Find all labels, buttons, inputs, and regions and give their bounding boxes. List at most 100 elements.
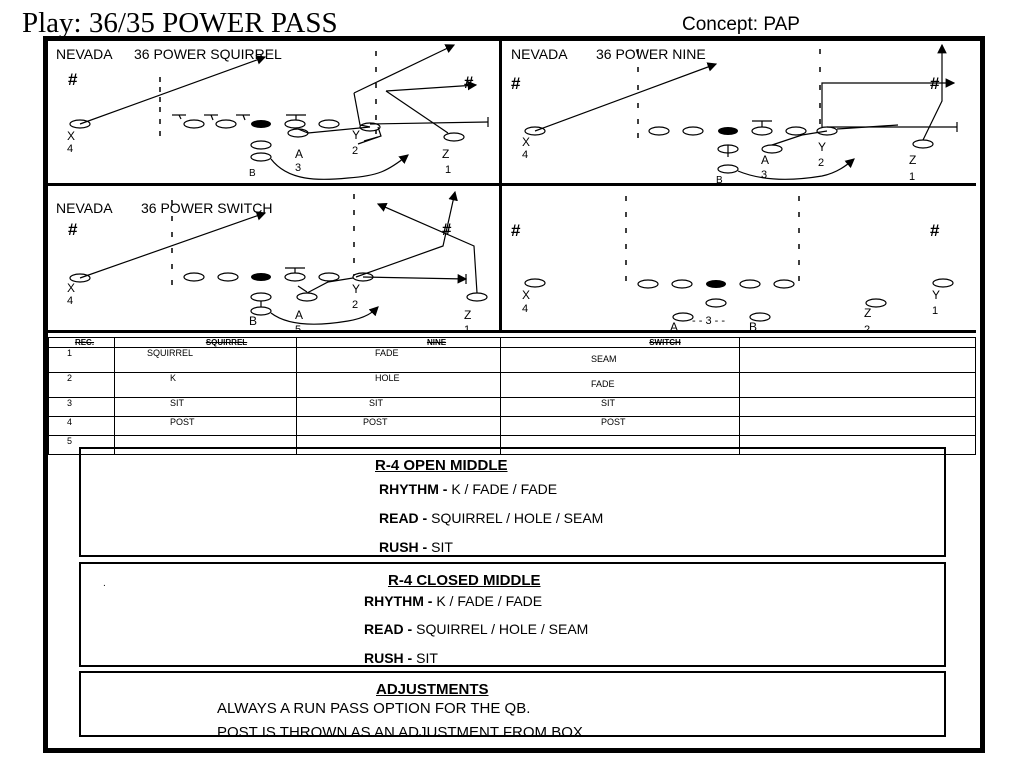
col-header-nine: NINE (296, 337, 501, 348)
read-label: READ - (364, 621, 413, 637)
label-a-num: 5 (295, 324, 302, 331)
table-cell: K (114, 372, 297, 398)
formation-diagram (524, 196, 954, 322)
label-y: Y (818, 140, 827, 154)
diagram-panel-formation: # # X 4 A - - 3 - - B Z 2 Y 1 (502, 186, 976, 330)
read-label: READ - (379, 510, 428, 526)
table-cell: SIT (296, 397, 501, 417)
table-cell: SEAM (500, 347, 740, 373)
center-ball (251, 273, 271, 281)
route-table: REC. SQUIRREL NINE SWITCH 1 SQUIRREL FAD… (48, 337, 976, 455)
closed-rush-line: RUSH - SIT (364, 650, 438, 666)
label-x: X (522, 288, 531, 302)
label-x-num: 4 (67, 295, 74, 307)
label-a: A (761, 153, 770, 167)
open-middle-heading: R-4 OPEN MIDDLE (375, 457, 508, 474)
col-header-squirrel: SQUIRREL (114, 337, 297, 348)
rhythm-value: K / FADE / FADE (432, 593, 543, 609)
table-cell (739, 372, 976, 398)
center-ball (718, 127, 738, 135)
label-z-num: 1 (464, 324, 471, 331)
table-cell: POST (114, 416, 297, 436)
label-b: B (249, 314, 258, 328)
panel-divider-horizontal (48, 183, 976, 186)
label-x-num: 4 (522, 303, 529, 315)
table-cell: 2 (48, 372, 115, 398)
label-z: Z (464, 308, 472, 322)
label-a-num: 3 (761, 169, 768, 181)
label-b: B (716, 175, 723, 183)
table-cell: 4 (48, 416, 115, 436)
table-row: 3 SIT SIT SIT (48, 397, 976, 417)
table-cell (739, 397, 976, 417)
label-a: A (295, 147, 304, 161)
label-x: X (67, 281, 76, 295)
label-three: - - 3 - - (692, 315, 725, 327)
label-x: X (67, 129, 76, 143)
playsheet-frame (43, 36, 985, 753)
label-a: A (295, 308, 304, 322)
route-diagram-switch (69, 190, 488, 325)
rhythm-label: RHYTHM - (364, 593, 433, 609)
table-row: 1 SQUIRREL FADE SEAM (48, 347, 976, 373)
rush-label: RUSH - (364, 650, 413, 666)
label-x: X (522, 135, 531, 149)
rush-value: SIT (412, 650, 438, 666)
table-cell: SIT (500, 397, 740, 417)
label-y-num: 2 (352, 145, 359, 157)
route-diagram-nine (524, 43, 958, 180)
label-z-num: 2 (864, 324, 871, 331)
table-cell: SQUIRREL (114, 347, 297, 373)
table-cell: FADE (500, 372, 740, 398)
label-x-num: 4 (67, 143, 74, 155)
route-diagram-squirrel (69, 44, 489, 180)
closed-middle-heading: R-4 CLOSED MIDDLE (388, 572, 541, 589)
hash-mark-left: # (68, 220, 78, 239)
panel-play-label: 36 POWER NINE (596, 46, 706, 62)
open-middle-box: R-4 OPEN MIDDLE RHYTHM - K / FADE / FADE… (79, 447, 946, 557)
concept-label: Concept: PAP (682, 14, 800, 35)
adjustment-line-2: POST IS THROWN AS AN ADJUSTMENT FROM BOX… (217, 724, 588, 741)
table-cell: POST (500, 416, 740, 436)
closed-middle-box: . R-4 CLOSED MIDDLE RHYTHM - K / FADE / … (79, 562, 946, 667)
diagram-panel-squirrel: NEVADA 36 POWER SQUIRREL # # (48, 41, 499, 183)
panel-divider-bottom (48, 330, 976, 333)
label-a: A (670, 320, 679, 330)
hash-mark-left: # (511, 74, 521, 93)
panel-team-label: NEVADA (511, 46, 568, 62)
open-rush-line: RUSH - SIT (379, 539, 453, 555)
table-cell: SIT (114, 397, 297, 417)
table-cell: FADE (296, 347, 501, 373)
diagram-panel-nine: NEVADA 36 POWER NINE # # (502, 41, 976, 183)
label-y-num: 2 (352, 299, 359, 311)
col-header-switch: SWITCH (500, 337, 740, 348)
label-z: Z (909, 153, 917, 167)
label-z-num: 1 (909, 171, 916, 183)
table-cell: POST (296, 416, 501, 436)
label-b: B (749, 320, 758, 330)
table-cell: 1 (48, 347, 115, 373)
table-cell: 3 (48, 397, 115, 417)
rhythm-label: RHYTHM - (379, 481, 448, 497)
table-row: 5 (48, 435, 976, 455)
rhythm-value: K / FADE / FADE (447, 481, 558, 497)
label-y-num: 2 (818, 157, 825, 169)
adjustments-box: ADJUSTMENTS ALWAYS A RUN PASS OPTION FOR… (79, 671, 946, 741)
table-cell: HOLE (296, 372, 501, 398)
hash-mark-right: # (930, 221, 940, 240)
label-a-num: 3 (295, 162, 302, 174)
center-ball (251, 120, 271, 128)
table-cell (739, 347, 976, 373)
closed-read-line: READ - SQUIRREL / HOLE / SEAM (364, 621, 588, 637)
panel-play-label: 36 POWER SQUIRREL (134, 46, 282, 62)
label-y: Y (352, 128, 361, 142)
label-b: B (249, 168, 256, 179)
col-header-blank (739, 337, 976, 348)
rush-value: SIT (427, 539, 453, 555)
label-y-num: 1 (932, 305, 939, 317)
panel-play-label: 36 POWER SWITCH (141, 200, 273, 216)
label-z: Z (442, 147, 450, 161)
hash-mark-left: # (511, 221, 521, 240)
table-row: 4 POST POST POST (48, 416, 976, 436)
play-title: Play: 36/35 POWER PASS (22, 7, 338, 39)
